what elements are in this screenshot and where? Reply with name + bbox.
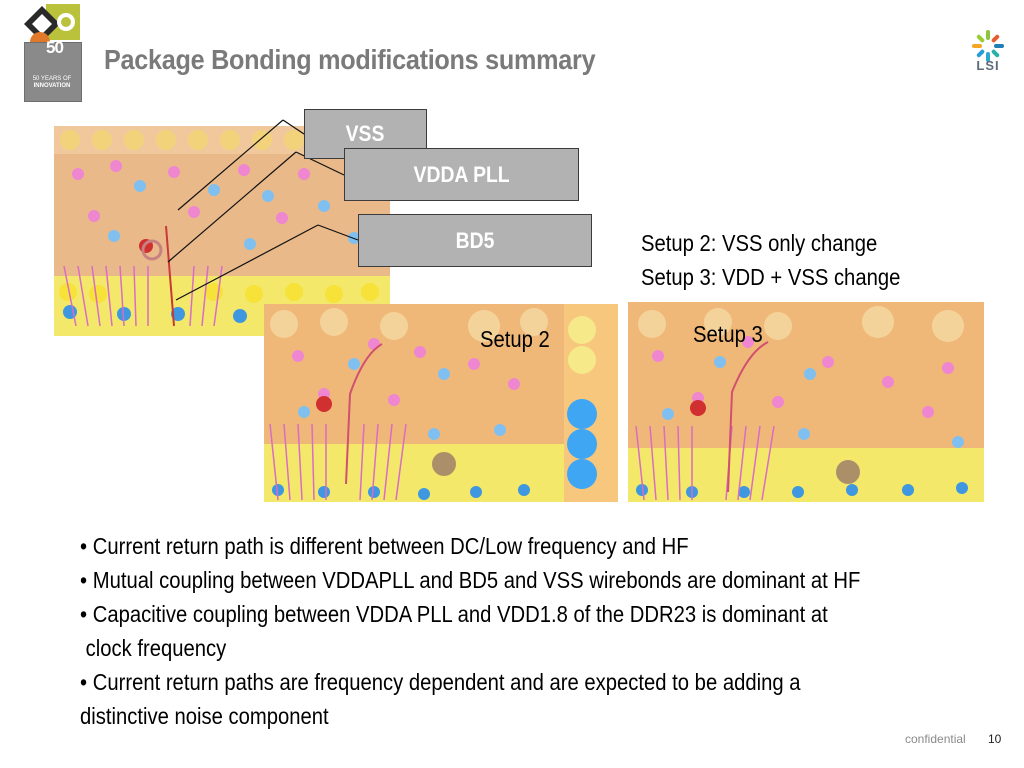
badge-caption: 50 YEARS OF INNOVATION [26,76,78,90]
lsi-burst-icon [972,30,1004,62]
package-layout-image-setup2 [264,304,618,502]
bd5-callout: BD5 [358,214,592,267]
lsi-logo-text: LSI [976,58,1000,73]
bullet-line: • Current return paths are frequency dep… [80,669,801,695]
vdda-pll-callout: VDDA PLL [344,148,579,201]
badge-caption-line1: 50 YEARS OF [32,76,72,82]
badge-number: 50 [46,38,64,57]
badge-plate [24,42,82,102]
package-layout-image-setup3 [628,302,984,502]
confidential-label: confidential [905,732,966,746]
page-title: Package Bonding modifications summary [104,44,596,75]
bullet-line: • Mutual coupling between VDDAPLL and BD… [80,567,861,593]
badge-caption-line2: INNOVATION [33,83,71,89]
page-number: 10 [988,732,1002,746]
vss-callout-label: VSS [346,121,385,146]
setup2-image-label: Setup 2 [480,326,550,352]
anniversary-badge-logo: 50 50 YEARS OF INNOVATION [22,4,82,102]
setup3-note: Setup 3: VDD + VSS change [641,264,901,290]
setup2-note: Setup 2: VSS only change [641,230,878,256]
bullet-line: distinctive noise component [80,703,329,729]
vdda-pll-callout-label: VDDA PLL [413,161,510,187]
bd5-callout-label: BD5 [455,227,495,253]
setup3-image-label: Setup 3 [693,321,763,347]
bullet-line: clock frequency [80,635,227,661]
badge-emblem-icon [24,4,80,44]
bullet-list: • Current return path is different betwe… [80,529,1010,733]
bullet-line: • Capacitive coupling between VDDA PLL a… [80,601,828,627]
bullet-line: • Current return path is different betwe… [80,533,689,559]
